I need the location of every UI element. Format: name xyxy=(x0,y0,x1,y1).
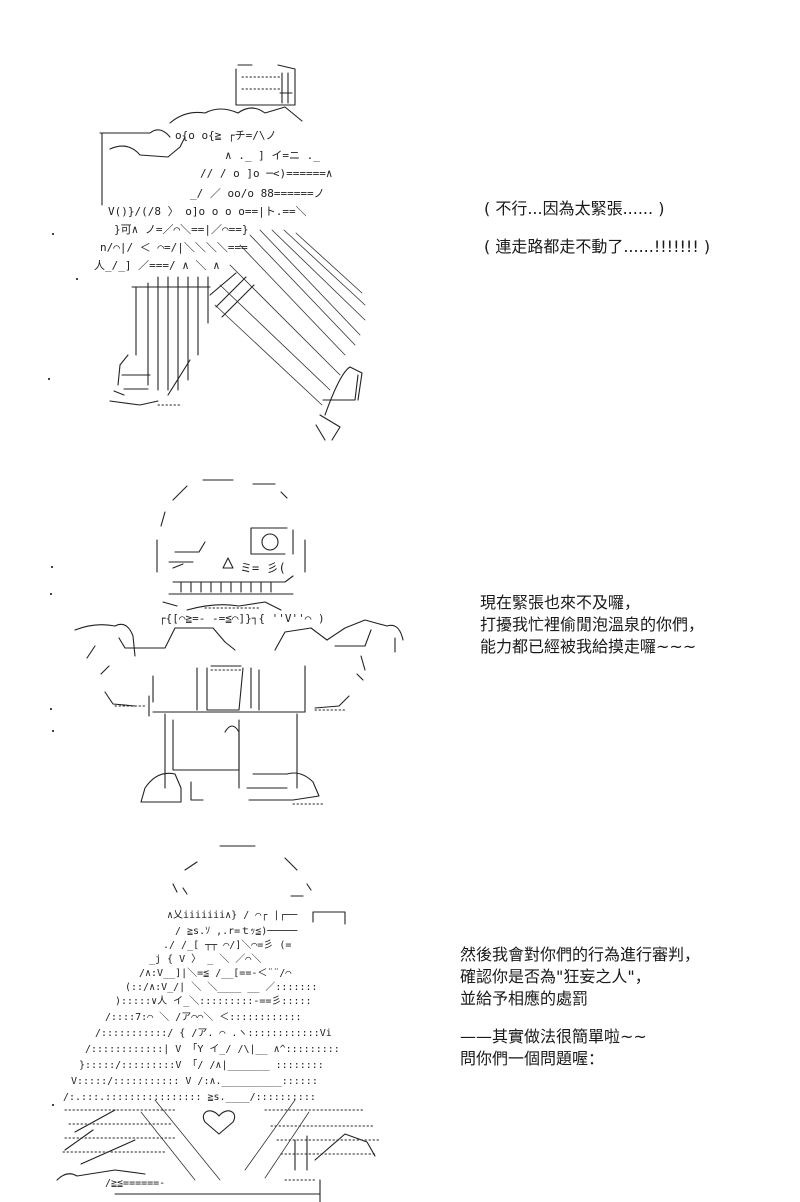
caption-line: 能力都已經被我給摸走囉~~~ xyxy=(480,637,697,656)
ascii-art-skeleton-closeup-heart-figure: ∧乂iiiiiii∧} / ⌒┌ |┌── / ≧s.ｿ ,.r=ｔｯ≦)───… xyxy=(56,845,380,1202)
svg-text:/ ≧s.ｿ ,.r=ｔｯ≦)─────: / ≧s.ｿ ,.r=ｔｯ≦)───── xyxy=(175,926,298,937)
svg-text:n/⌒|/ ＜ ⌒=/|＼＼＼＼===: n/⌒|/ ＜ ⌒=/|＼＼＼＼=== xyxy=(100,241,248,254)
stray-dot xyxy=(51,566,53,568)
panel-1-caption: ( 不行...因為太緊張...... ) ( 連走路都走不動了......!!!… xyxy=(484,198,710,258)
svg-text:/≧≦======-: /≧≦======- xyxy=(105,1178,165,1189)
svg-text:o{o o{≧ ┌チ=/\ノ: o{o o{≧ ┌チ=/\ノ xyxy=(175,129,276,142)
stray-dot xyxy=(52,233,54,235)
svg-text:/:::::::::::/ { /ア. ⌒ .ヽ::::::: /:::::::::::/ { /ア. ⌒ .ヽ::::::::::::Vi xyxy=(95,1028,332,1039)
caption-line: ——其實做法很簡單啦~~ xyxy=(460,1027,647,1046)
svg-text:V()}/(/8 〉 o]o o o o==|ト.==＼: V()}/(/8 〉 o]o o o o==|ト.==＼ xyxy=(108,205,307,218)
svg-text:}:::::/:::::::::V 「/ /∧|_____: }:::::/:::::::::V 「/ /∧|_______ :::::::: xyxy=(79,1059,324,1071)
caption-line: 確認你是否為"狂妄之人"， xyxy=(460,967,651,986)
panel-2-caption: 現在緊張也來不及囉， 打擾我忙裡偷閒泡溫泉的你們， 能力都已經被我給摸走囉~~~ xyxy=(480,592,704,658)
panel-3-caption: 然後我會對你們的行為進行審判， 確認你是否為"狂妄之人"， 並給予相應的處罰 —… xyxy=(460,944,700,1070)
caption-line: 並給予相應的處罰 xyxy=(460,989,589,1008)
svg-text:_j { V 〉 _ ＼ ／⌒＼: _j { V 〉 _ ＼ ／⌒＼ xyxy=(149,953,261,965)
stray-dot xyxy=(76,278,78,280)
svg-text:(::/∧:V_/| ＼ ＼____ __ ／:::::::: (::/∧:V_/| ＼ ＼____ __ ／::::::: xyxy=(125,981,318,993)
svg-text:ミ= 彡(: ミ= 彡( xyxy=(240,561,286,575)
caption-line: 問你們一個問題喔： xyxy=(460,1049,605,1068)
svg-text:∧乂iiiiiii∧} / ⌒┌ |┌─: ∧乂iiiiiii∧} / ⌒┌ |┌── xyxy=(167,910,298,921)
svg-text:// / o ]o ─<)======∧: // / o ]o ─<)======∧ xyxy=(200,167,332,180)
stray-dot xyxy=(50,593,52,595)
svg-text:/::::7:⌒ ＼ /ア⌒⌒＼ ＜::::::::::::: /::::7:⌒ ＼ /ア⌒⌒＼ ＜:::::::::::: xyxy=(105,1011,302,1023)
ascii-art-skeleton-running-figure: o{o o{≧ ┌チ=/\ノ ∧ ._ ] イ=ニ ._ // / o ]o ─… xyxy=(94,64,366,441)
comic-panel-1: o{o o{≧ ┌チ=/\ノ ∧ ._ ] イ=ニ ._ // / o ]o ─… xyxy=(0,0,800,450)
svg-text:):::::∨人 イ_＼:::::::::-==彡:::::: ):::::∨人 イ_＼:::::::::-==彡::::: xyxy=(115,995,312,1007)
caption-line: ( 連走路都走不動了......!!!!!!! ) xyxy=(484,237,711,256)
stray-dot xyxy=(52,1104,54,1106)
caption-line: 然後我會對你們的行為進行審判， xyxy=(460,945,701,964)
stray-dot xyxy=(52,730,54,732)
svg-text:/∧:V__]|＼=≦ /__[==-＜¨¨/⌒: /∧:V__]|＼=≦ /__[==-＜¨¨/⌒ xyxy=(139,967,291,979)
caption-line: ( 不行...因為太緊張...... ) xyxy=(484,199,665,218)
svg-text:V:::::/::::::::::: V /:∧._: V:::::/::::::::::: V /:∧.__________:::::… xyxy=(71,1076,318,1087)
caption-line: 打擾我忙裡偷閒泡溫泉的你們， xyxy=(480,615,705,634)
comic-panel-3: ∧乂iiiiiii∧} / ⌒┌ |┌── / ≧s.ｿ ,.r=ｔｯ≦)───… xyxy=(0,830,800,1202)
svg-text:∧ ._ ] イ=ニ ._: ∧ ._ ] イ=ニ ._ xyxy=(225,149,320,162)
svg-text:./ /_[ ┬┬ ⌒/]＼⌒=彡 (=: ./ /_[ ┬┬ ⌒/]＼⌒=彡 (= xyxy=(163,939,291,951)
stray-dot xyxy=(48,378,50,380)
svg-text:/:.:::.:::::::::::::::: ≧s._: /:.:::.:::::::::::::::: ≧s.____/::::::::… xyxy=(63,1092,316,1103)
caption-line: 現在緊張也來不及囉， xyxy=(480,593,641,612)
svg-text:┌{[⌒≧=- -=≦⌒]}┐{ ''V: ┌{[⌒≧=- -=≦⌒]}┐{ ''V''⌒ ) xyxy=(159,612,325,625)
svg-text:人_/_] ／===/ ∧ ＼ ∧: 人_/_] ／===/ ∧ ＼ ∧ xyxy=(94,259,220,272)
stray-dot xyxy=(50,708,52,710)
ascii-art-skeleton-shrug-figure: ミ= 彡( ┌{[⌒≧=- -=≦⌒]}┐{ ''V''⌒ ) xyxy=(74,479,404,805)
svg-text:/::::::::::::| V 「Y イ_/ /\|__: /::::::::::::| V 「Y イ_/ /\|__ ∧^::::::::… xyxy=(85,1043,340,1055)
comic-panel-2: ミ= 彡( ┌{[⌒≧=- -=≦⌒]}┐{ ''V''⌒ ) xyxy=(0,450,800,830)
svg-text:}可∧ ノ=／⌒＼==|／⌒==}: }可∧ ノ=／⌒＼==|／⌒==} xyxy=(114,223,248,236)
svg-text:_/ ／ oo/o 88======ノ: _/ ／ oo/o 88======ノ xyxy=(190,187,325,200)
